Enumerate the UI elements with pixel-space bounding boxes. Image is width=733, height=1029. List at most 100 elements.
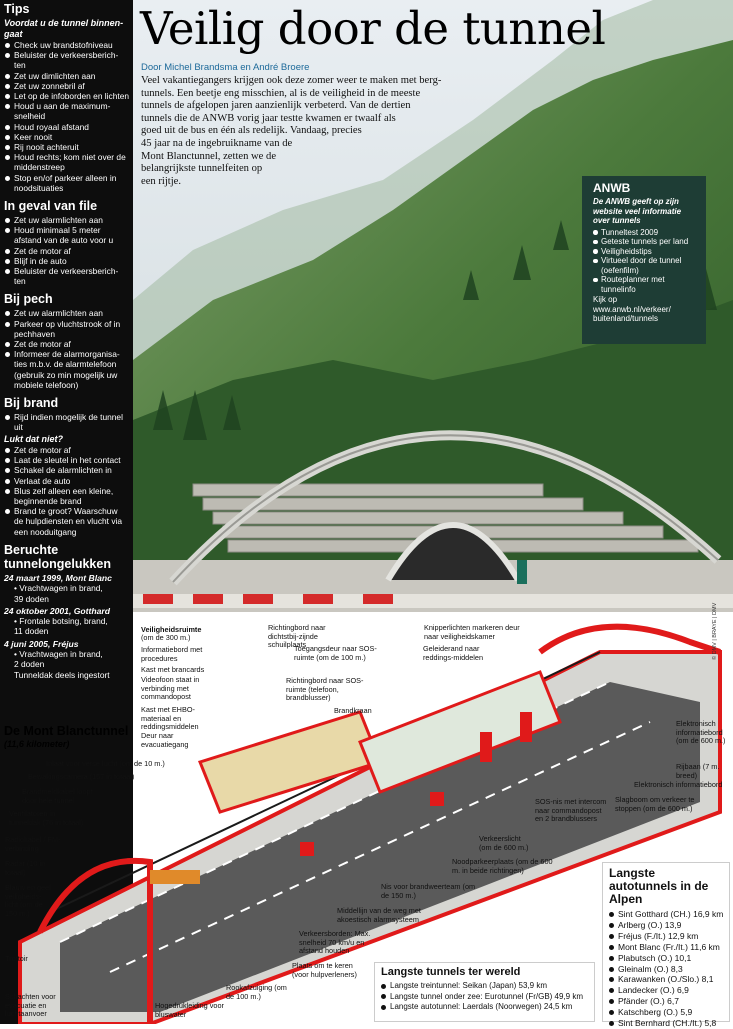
world-list: Langste treintunnel: Seikan (Japan) 53,9…	[381, 981, 588, 1013]
anwb-title: ANWB	[593, 181, 631, 195]
list-item: Veiligheidstips	[593, 247, 697, 257]
accident-line: Tunneldak deels ingestort	[14, 669, 110, 680]
accident-line: 39 doden	[14, 593, 49, 604]
intro-line: tunnels. Een beetje eng misschien, al is…	[141, 87, 421, 99]
headline: Veilig door de tunnel	[140, 2, 606, 55]
list-item: Arlberg (O.) 13,9	[609, 920, 723, 931]
accident-line: • Frontale botsing, brand,	[14, 616, 108, 627]
list-item: Brand te groot? Waarschuw de hulpdienste…	[4, 506, 129, 537]
list-item: Parkeer op vluchtstrook of in pechhaven	[4, 319, 129, 339]
label-radar: Radar (10 in totaal)	[5, 859, 46, 877]
intro-text: Veel vakantiegangers krijgen ook deze zo…	[141, 75, 466, 188]
label-plaats-keren: Plaats om te keren (voor hulpverleners)	[292, 961, 357, 979]
list-item: Beluister de verkeersberich-ten	[4, 50, 129, 70]
world-title: Langste tunnels ter wereld	[381, 966, 521, 978]
label-toegangsdeur: Toegangsdeur naar SOS-ruimte (om de 100 …	[294, 644, 377, 662]
label-elektronisch: Elektronisch informatiebord	[634, 780, 723, 789]
list-item: Keer nooit	[4, 132, 129, 142]
label-brandmeldkabel: Brandmeldkabel loopt door hele tunnel	[22, 787, 93, 805]
accident-line: • Vrachtwagen in brand,	[14, 649, 103, 660]
list-item: Katschberg (O.) 5,9	[609, 1007, 723, 1018]
intro-line: tunnels die de ANWB vorig jaar testte kw…	[141, 112, 396, 124]
brand-first-list: Rijd indien mogelijk de tunnel uit	[4, 412, 129, 432]
label-veiligheidsruimte-sub: (om de 300 m.)	[141, 633, 191, 642]
intro-line: belangrijkste tunnelfeiten op	[141, 163, 263, 175]
list-item: Langste autotunnel: Laerdals (Noorwegen)…	[381, 1002, 588, 1013]
label-slagboom: Slagboom om verkeer te stoppen (om de 60…	[615, 795, 695, 813]
list-item: Informeer de alarmorganisa-ties m.b.v. d…	[4, 349, 129, 390]
list-item: Stop en/of parkeer alleen in noodsituati…	[4, 173, 129, 193]
label-schachten: Schachten voor evacuatie en luchtaanvoer	[5, 992, 56, 1018]
label-kast-brancards: Kast met brancards	[141, 665, 205, 674]
list-item: Geteste tunnels per land	[593, 237, 697, 247]
list-item: Mont Blanc (Fr./It.) 11,6 km	[609, 942, 723, 953]
intro-line: Veel vakantiegangers krijgen ook deze zo…	[141, 75, 442, 86]
list-item: Houd royaal afstand	[4, 122, 129, 132]
pech-heading: Bij pech	[4, 292, 53, 307]
list-item: Virtueel door de tunnel (oefenfilm)	[593, 256, 697, 275]
list-item: Houd rechts; kom niet over de middenstre…	[4, 152, 129, 172]
list-item: Pfänder (O.) 6,7	[609, 996, 723, 1007]
label-hogedruk: Hogedrukleiding voor bluswater	[155, 1001, 224, 1019]
alps-title: Langste autotunnels in de Alpen	[609, 866, 709, 906]
accident-line: 11 doden	[14, 626, 49, 637]
montblanc-title: De Mont Blanctunnel	[4, 724, 129, 738]
list-item: Schakel de alarmlichten in	[4, 465, 129, 475]
tips-subheading: Voordat u de tunnel binnen-gaat	[4, 18, 124, 39]
accident-date: 24 oktober 2001, Gotthard	[4, 605, 111, 616]
list-item: Sint Gotthard (CH.) 16,9 km	[609, 909, 723, 920]
label-trottoir: Trottoir	[5, 954, 28, 963]
anwb-link[interactable]: Kijk op www.anwb.nl/verkeer/ buitenland/…	[593, 295, 671, 324]
list-item: Rij nooit achteruit	[4, 142, 129, 152]
list-item: Zet uw alarmlichten aan	[4, 215, 129, 225]
list-item: Blus zelf alleen een kleine, beginnende …	[4, 486, 129, 506]
intro-line: Mont Blanctunnel, zetten we de	[141, 150, 277, 162]
list-item: Gleinalm (O.) 8,3	[609, 964, 723, 975]
list-item: Zet uw dimlichten aan	[4, 71, 129, 81]
accident-date: 4 juni 2005, Fréjus	[4, 638, 79, 649]
label-brandkraan: Brandkraan	[334, 706, 372, 715]
anwb-info-box: ANWB De ANWB geeft op zijn website veel …	[582, 176, 706, 344]
list-item: Fréjus (F./It.) 12,9 km	[609, 931, 723, 942]
list-item: Routeplanner met tunnelinfo	[593, 275, 697, 294]
sidebar-tips: Tips Voordat u de tunnel binnen-gaat Che…	[0, 0, 133, 1024]
list-item: Zet uw alarmlichten aan	[4, 308, 129, 318]
intro-line: tunnels de afgelopen jaren aanzienlijk v…	[141, 100, 411, 112]
tunnel-cutaway-diagram	[18, 623, 722, 1024]
list-item: Zet de motor af	[4, 445, 129, 455]
file-heading: In geval van file	[4, 199, 98, 214]
list-item: Zet de motor af	[4, 246, 129, 256]
label-nis-brandweer: Nis voor brandweerteam (om de 150 m.)	[381, 882, 476, 900]
accident-date: 24 maart 1999, Mont Blanc	[4, 572, 112, 583]
montblanc-length: (11,6 kilometer)	[4, 739, 70, 749]
label-ventilatoren: Ventilatoren in tunneldak (76 in totaal)	[9, 809, 84, 827]
list-item: Verlaat de auto	[4, 476, 129, 486]
list-item: Langste treintunnel: Seikan (Japan) 53,9…	[381, 981, 588, 992]
alps-tunnels-box: Langste autotunnels in de Alpen Sint Got…	[602, 862, 730, 1028]
label-radiokabel: Radiokabel / FM-verbinding	[5, 835, 61, 853]
label-informatiebord: Informatiebord met procedures	[141, 645, 203, 663]
label-knipperlichten: Knipperlichten markeren deur naar veilig…	[424, 623, 520, 641]
intro-line: goed uit de bus en één als redelijk. Van…	[141, 125, 362, 137]
label-verkeersborden: Verkeersborden: Max. snelheid 70 km/u en…	[299, 929, 371, 955]
label-middellijn: Middellijn van de weg met akoestisch ala…	[337, 906, 421, 924]
accidents-list: 24 maart 1999, Mont Blanc• Vrachtwagen i…	[4, 573, 129, 680]
list-item: Laat de sleutel in het contact	[4, 455, 129, 465]
list-item: Plabutsch (O.) 10,1	[609, 953, 723, 964]
world-tunnels-box: Langste tunnels ter wereld Langste trein…	[374, 962, 595, 1022]
label-videofoon: Videofoon staat in verbinding met comman…	[141, 675, 200, 701]
graphic-credit: © DMV | BRAYE | DMV	[712, 602, 718, 660]
brand-subheading: Lukt dat niet?	[4, 433, 63, 444]
tunnel-shell	[18, 623, 722, 1024]
tips-heading: Tips	[4, 2, 30, 16]
label-noodparkeer: Noodparkeerplaats (om de 600 m. in beide…	[452, 857, 553, 875]
accident-line: • Vrachtwagen in brand,	[14, 583, 103, 594]
list-item: Zet uw zonnebril af	[4, 81, 129, 91]
label-veiligheidsruimte: Veiligheidsruimte	[141, 625, 202, 634]
byline: Door Michel Brandsma en André Broere	[141, 62, 310, 73]
